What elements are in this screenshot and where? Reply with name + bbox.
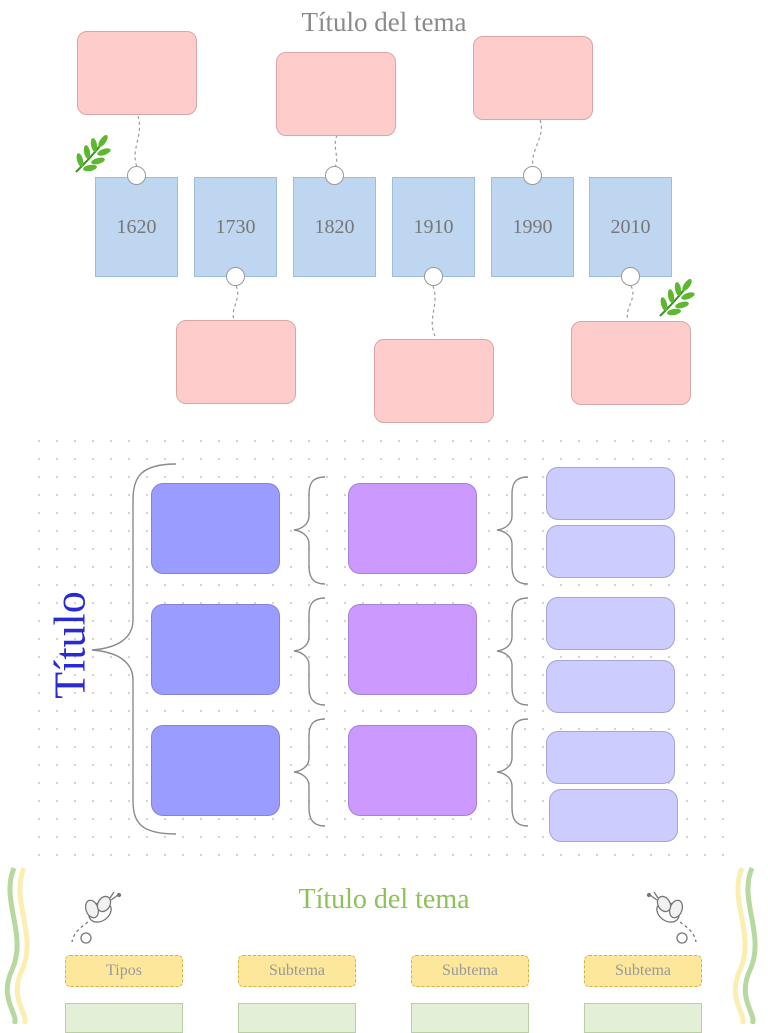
year-box-6[interactable]: 2010	[589, 177, 672, 277]
content-box-2[interactable]	[238, 1003, 356, 1033]
level3-box-3[interactable]	[546, 597, 675, 650]
level2-box-3[interactable]	[348, 725, 477, 816]
year-box-2[interactable]: 1730	[194, 177, 277, 277]
bottom-title: Título del tema	[298, 884, 470, 915]
header-tag-subtopic-3[interactable]: Subtema	[584, 955, 702, 987]
content-box-4[interactable]	[584, 1003, 702, 1033]
connector-knob	[523, 166, 542, 185]
connector-knob	[621, 267, 640, 286]
timeline-title: Título del tema	[301, 7, 467, 37]
event-box-bottom-1[interactable]	[176, 320, 296, 404]
content-box-1[interactable]	[65, 1003, 183, 1033]
event-box-top-1[interactable]	[77, 31, 197, 115]
event-box-bottom-2[interactable]	[374, 339, 494, 423]
level1-box-1[interactable]	[151, 483, 280, 574]
connector-knob	[325, 166, 344, 185]
leaf-icon	[75, 135, 111, 173]
level3-box-6[interactable]	[549, 789, 678, 842]
event-box-bottom-3[interactable]	[571, 321, 691, 405]
timeline-connectors	[134, 115, 634, 339]
level3-box-4[interactable]	[546, 660, 675, 713]
connector-knob	[226, 267, 245, 286]
level3-box-2[interactable]	[546, 525, 675, 578]
bee-icon	[71, 892, 122, 944]
header-tag-subtopic-1[interactable]: Subtema	[238, 955, 356, 987]
year-box-1[interactable]: 1620	[95, 177, 178, 277]
connector-knob	[127, 166, 146, 185]
level1-box-2[interactable]	[151, 604, 280, 695]
event-box-top-2[interactable]	[276, 52, 396, 136]
event-box-top-3[interactable]	[473, 36, 593, 120]
content-box-3[interactable]	[411, 1003, 529, 1033]
bee-icon	[646, 892, 697, 944]
level3-box-5[interactable]	[546, 731, 675, 784]
leaf-icon	[659, 279, 695, 317]
year-box-5[interactable]: 1990	[491, 177, 574, 277]
level3-box-1[interactable]	[546, 467, 675, 520]
level1-box-3[interactable]	[151, 725, 280, 816]
level2-box-1[interactable]	[348, 483, 477, 574]
connector-knob	[424, 267, 443, 286]
level2-box-2[interactable]	[348, 604, 477, 695]
header-tag-subtopic-2[interactable]: Subtema	[411, 955, 529, 987]
year-box-4[interactable]: 1910	[392, 177, 475, 277]
header-tag-types[interactable]: Tipos	[65, 955, 183, 987]
